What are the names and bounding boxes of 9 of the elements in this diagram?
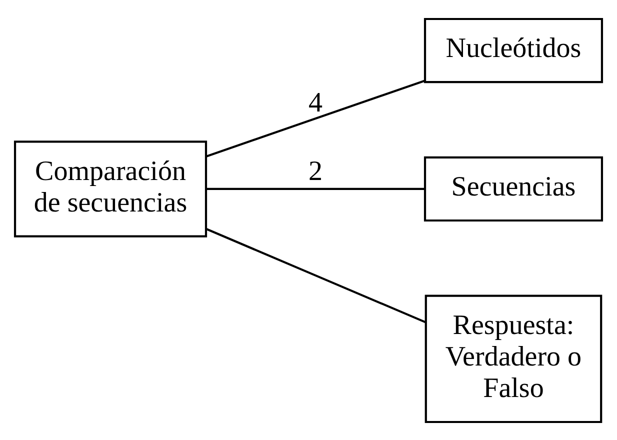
connector [206,228,426,323]
edge-label: 2 [308,155,323,186]
node-box: Secuencias [424,156,604,222]
edge-label: 4 [308,87,323,118]
connector [206,79,425,157]
node-box: Nucleótidos [424,17,604,83]
connector [206,187,424,190]
node-box: Respuesta: Verdadero o Falso [424,294,602,423]
node-box: Comparación de secuencias [14,140,208,237]
